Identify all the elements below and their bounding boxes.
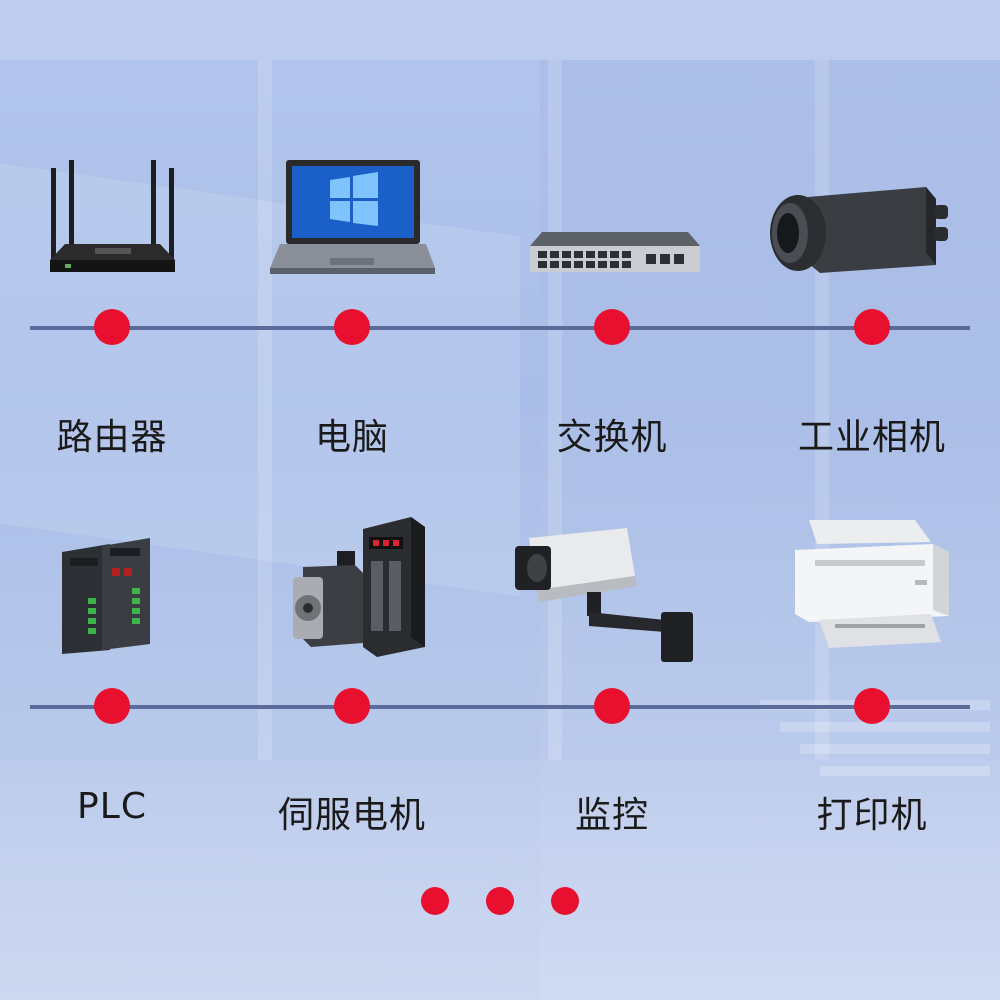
timeline-marker xyxy=(594,688,630,724)
device-label-surveillance: 监控 xyxy=(574,795,649,836)
plc-icon xyxy=(62,538,150,654)
device-label-switch: 交换机 xyxy=(556,417,668,458)
device-label-router: 路由器 xyxy=(56,417,168,458)
pagination-dot[interactable] xyxy=(486,887,514,915)
printer-icon xyxy=(795,520,949,648)
device-label-plc: PLC xyxy=(77,786,147,827)
timeline-marker xyxy=(854,688,890,724)
router-icon xyxy=(50,160,175,272)
cctv-camera-icon xyxy=(515,528,693,662)
pagination-dot[interactable] xyxy=(421,887,449,915)
servo-motor-icon xyxy=(293,517,425,657)
timeline-marker xyxy=(94,688,130,724)
timeline-line xyxy=(30,326,970,330)
timeline-line xyxy=(30,705,970,709)
timeline-marker xyxy=(334,309,370,345)
pagination-dot[interactable] xyxy=(551,887,579,915)
laptop-icon xyxy=(270,160,435,274)
timeline-marker xyxy=(594,309,630,345)
timeline-marker xyxy=(854,309,890,345)
device-label-servo-motor: 伺服电机 xyxy=(277,795,426,836)
device-label-industrial-camera: 工业相机 xyxy=(797,417,946,458)
industrial-camera-icon xyxy=(770,187,948,273)
network-switch-icon xyxy=(530,232,700,272)
timeline-marker xyxy=(334,688,370,724)
device-label-printer: 打印机 xyxy=(816,795,928,836)
timeline-marker xyxy=(94,309,130,345)
device-label-computer: 电脑 xyxy=(314,417,389,458)
